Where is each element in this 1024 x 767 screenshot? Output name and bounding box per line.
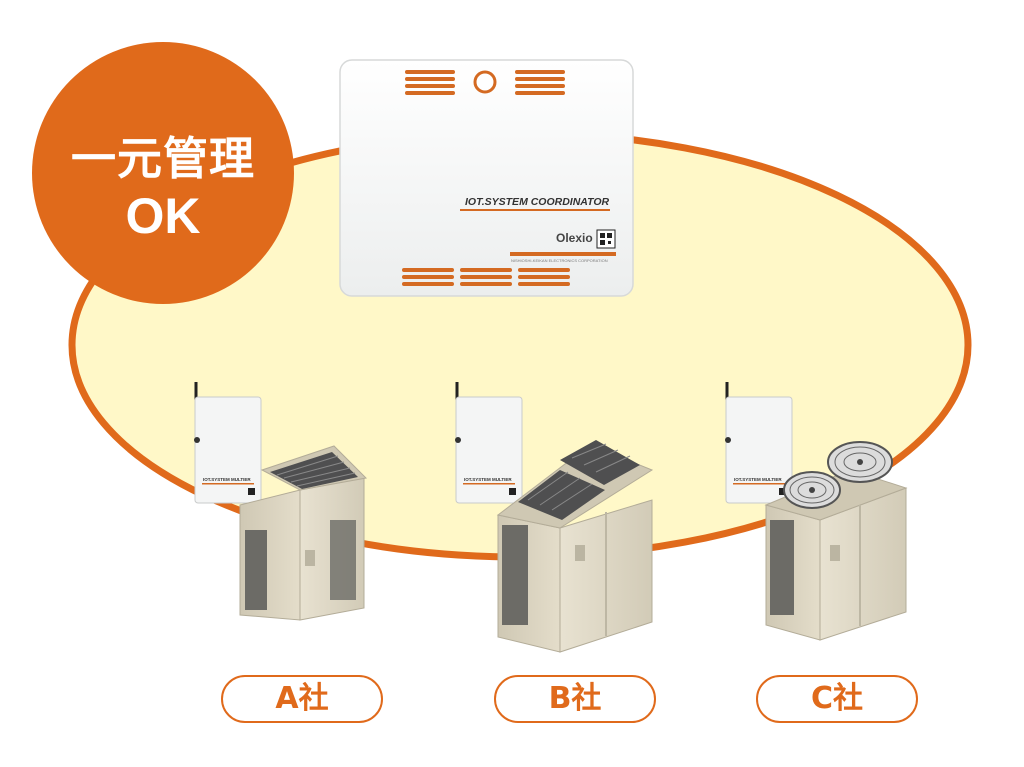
coordinator-label: IOT.SYSTEM COORDINATOR <box>465 196 610 208</box>
fan-grille-a <box>270 452 358 489</box>
module-label-b: IOT.SYSTEM MULTIER <box>464 477 512 482</box>
outdoor-unit-c: IOT.SYSTEM MULTIER <box>725 382 908 641</box>
fan-c1 <box>783 471 841 509</box>
iot-system-coordinator: IOT.SYSTEM COORDINATOR Olexio NISHIOSHI-… <box>339 59 634 297</box>
badge-ok: OK <box>125 188 201 244</box>
top-vent <box>405 70 565 95</box>
company-b-label: B社 <box>494 675 656 723</box>
coordinator-brand: Olexio <box>556 231 593 245</box>
fan-c2 <box>827 441 893 483</box>
qr-code <box>596 229 616 249</box>
centralized-management-badge: 一元管理 OK <box>32 42 294 304</box>
module-label-c: IOT.SYSTEM MULTIER <box>734 477 782 482</box>
fan-grille-b <box>518 440 640 520</box>
iot-module-a: IOT.SYSTEM MULTIER <box>194 382 262 504</box>
badge-title: 一元管理 <box>70 132 255 185</box>
iot-module-c: IOT.SYSTEM MULTIER <box>725 382 793 504</box>
iot-module-b: IOT.SYSTEM MULTIER <box>455 382 523 504</box>
coordinator-maker: NISHIOSHI-KEIKAN ELECTRONICS CORPORATION <box>511 258 608 263</box>
company-a-label: A社 <box>221 675 383 723</box>
bottom-vent <box>402 268 570 286</box>
outdoor-unit-a: IOT.SYSTEM MULTIER <box>194 382 368 621</box>
outdoor-unit-b: IOT.SYSTEM MULTIER <box>455 382 654 653</box>
module-label-a: IOT.SYSTEM MULTIER <box>203 477 251 482</box>
company-c-label: C社 <box>756 675 918 723</box>
